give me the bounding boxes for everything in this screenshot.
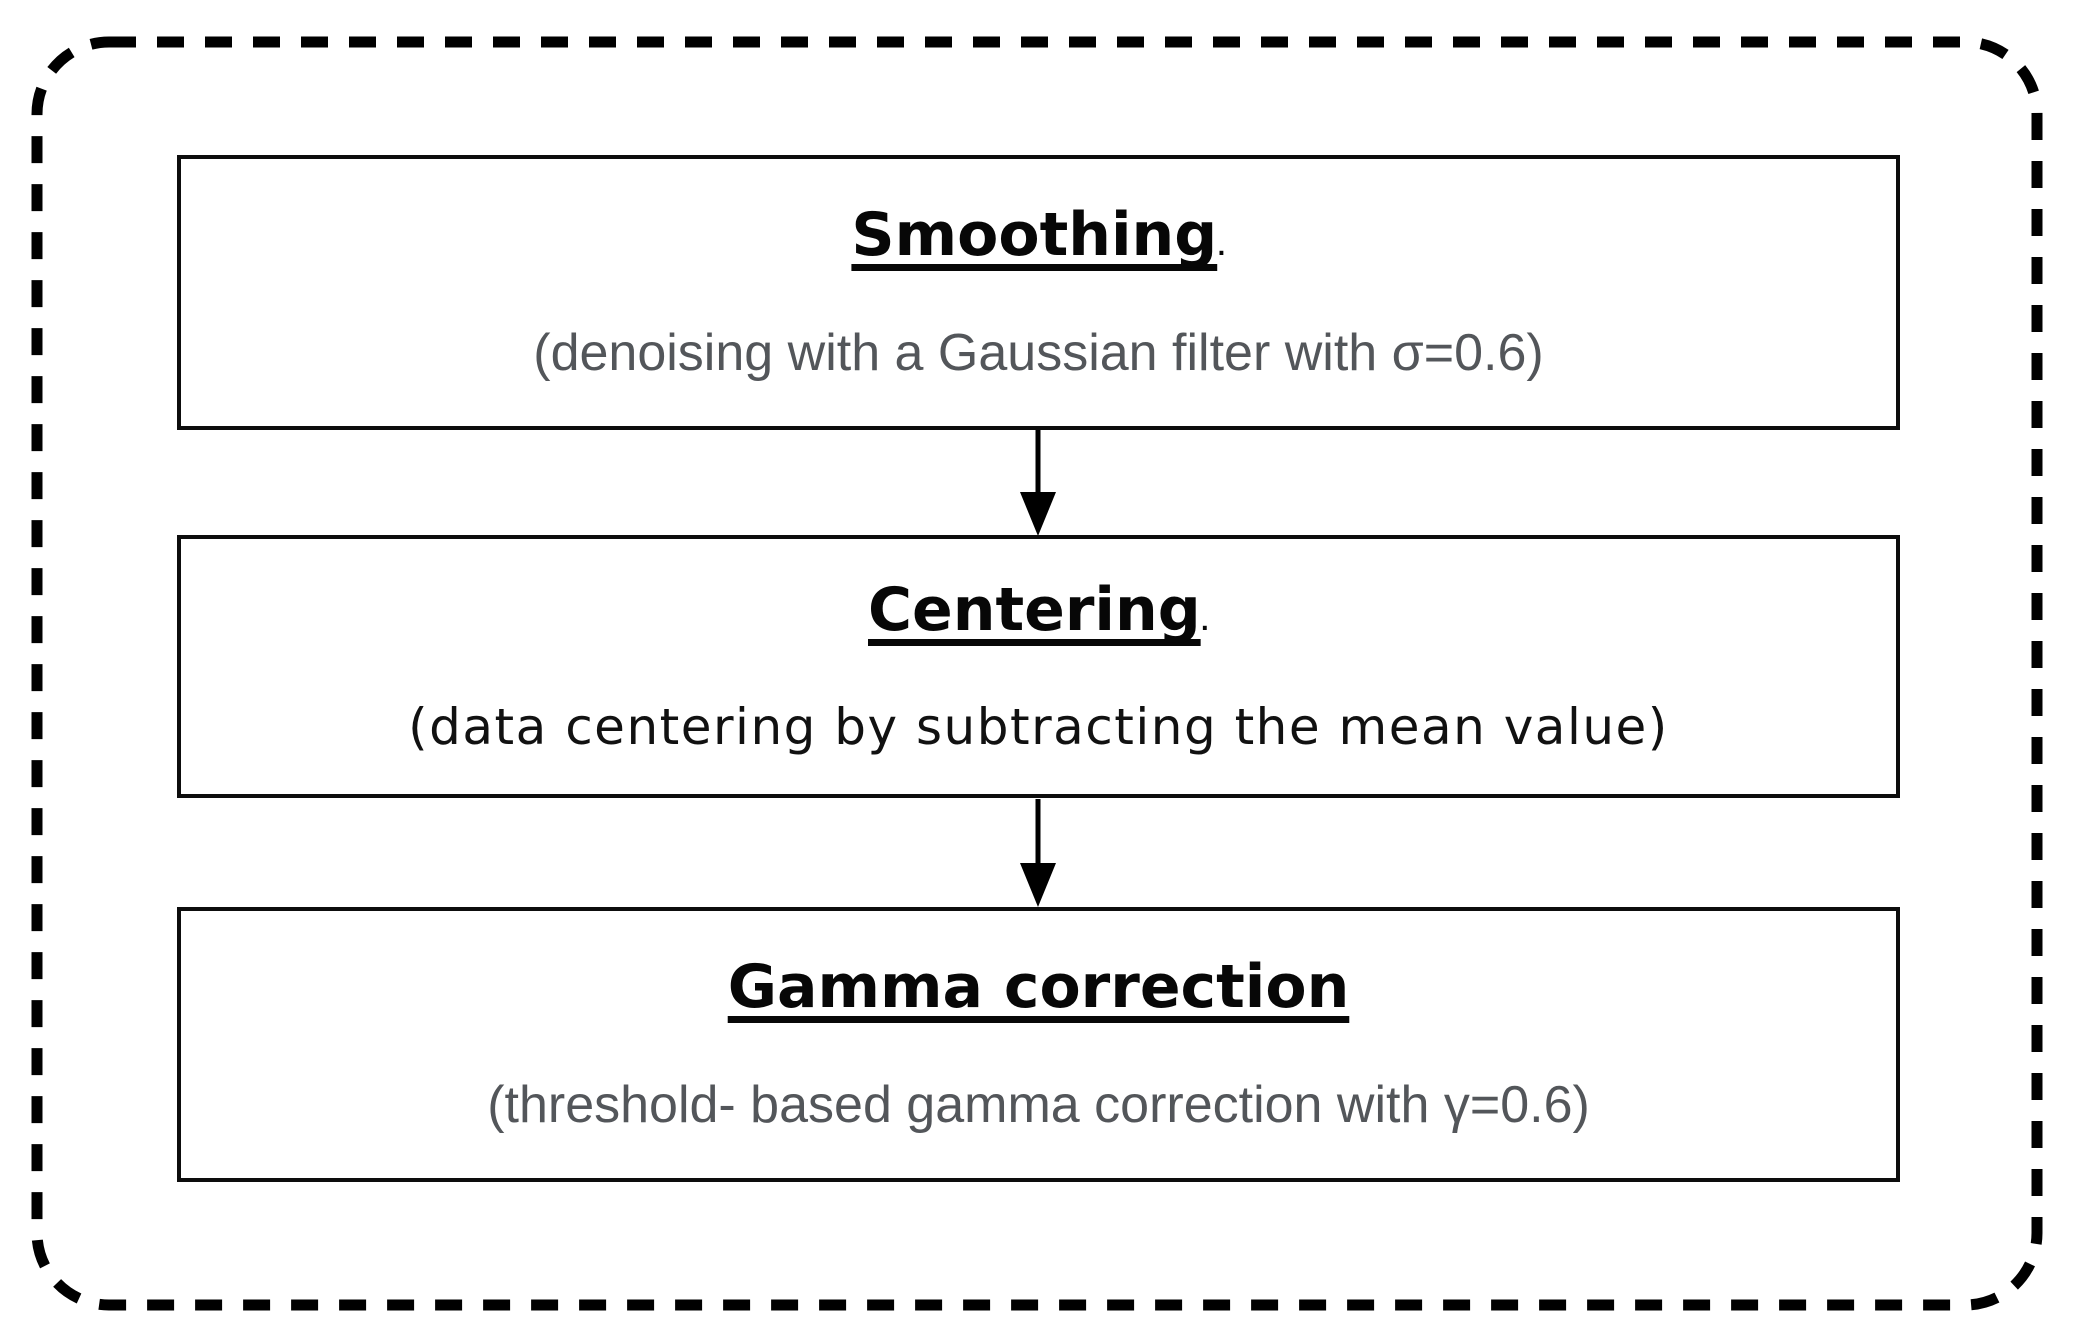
box-title-smoothing: Smoothing.: [851, 202, 1225, 268]
box-title-centering: Centering.: [868, 577, 1209, 643]
arrow-down-icon: [1020, 799, 1056, 907]
process-box-smoothing: Smoothing. (denoising with a Gaussian fi…: [177, 155, 1900, 430]
process-box-centering: Centering. (data centering by subtractin…: [177, 535, 1900, 798]
arrow-down-icon: [1020, 430, 1056, 536]
box-title-text: Smoothing: [851, 199, 1218, 270]
box-title-gamma-correction: Gamma correction: [728, 954, 1350, 1020]
box-subtitle-centering: (data centering by subtracting the mean …: [408, 697, 1669, 756]
box-subtitle-gamma-correction: (threshold- based gamma correction with …: [487, 1075, 1590, 1134]
box-title-text: Gamma correction: [727, 951, 1350, 1022]
box-subtitle-smoothing: (denoising with a Gaussian filter with σ…: [533, 323, 1544, 382]
box-title-period: .: [1200, 610, 1209, 636]
box-title-period: .: [1217, 235, 1226, 261]
box-title-text: Centering: [868, 574, 1201, 645]
process-box-gamma-correction: Gamma correction (threshold- based gamma…: [177, 907, 1900, 1182]
